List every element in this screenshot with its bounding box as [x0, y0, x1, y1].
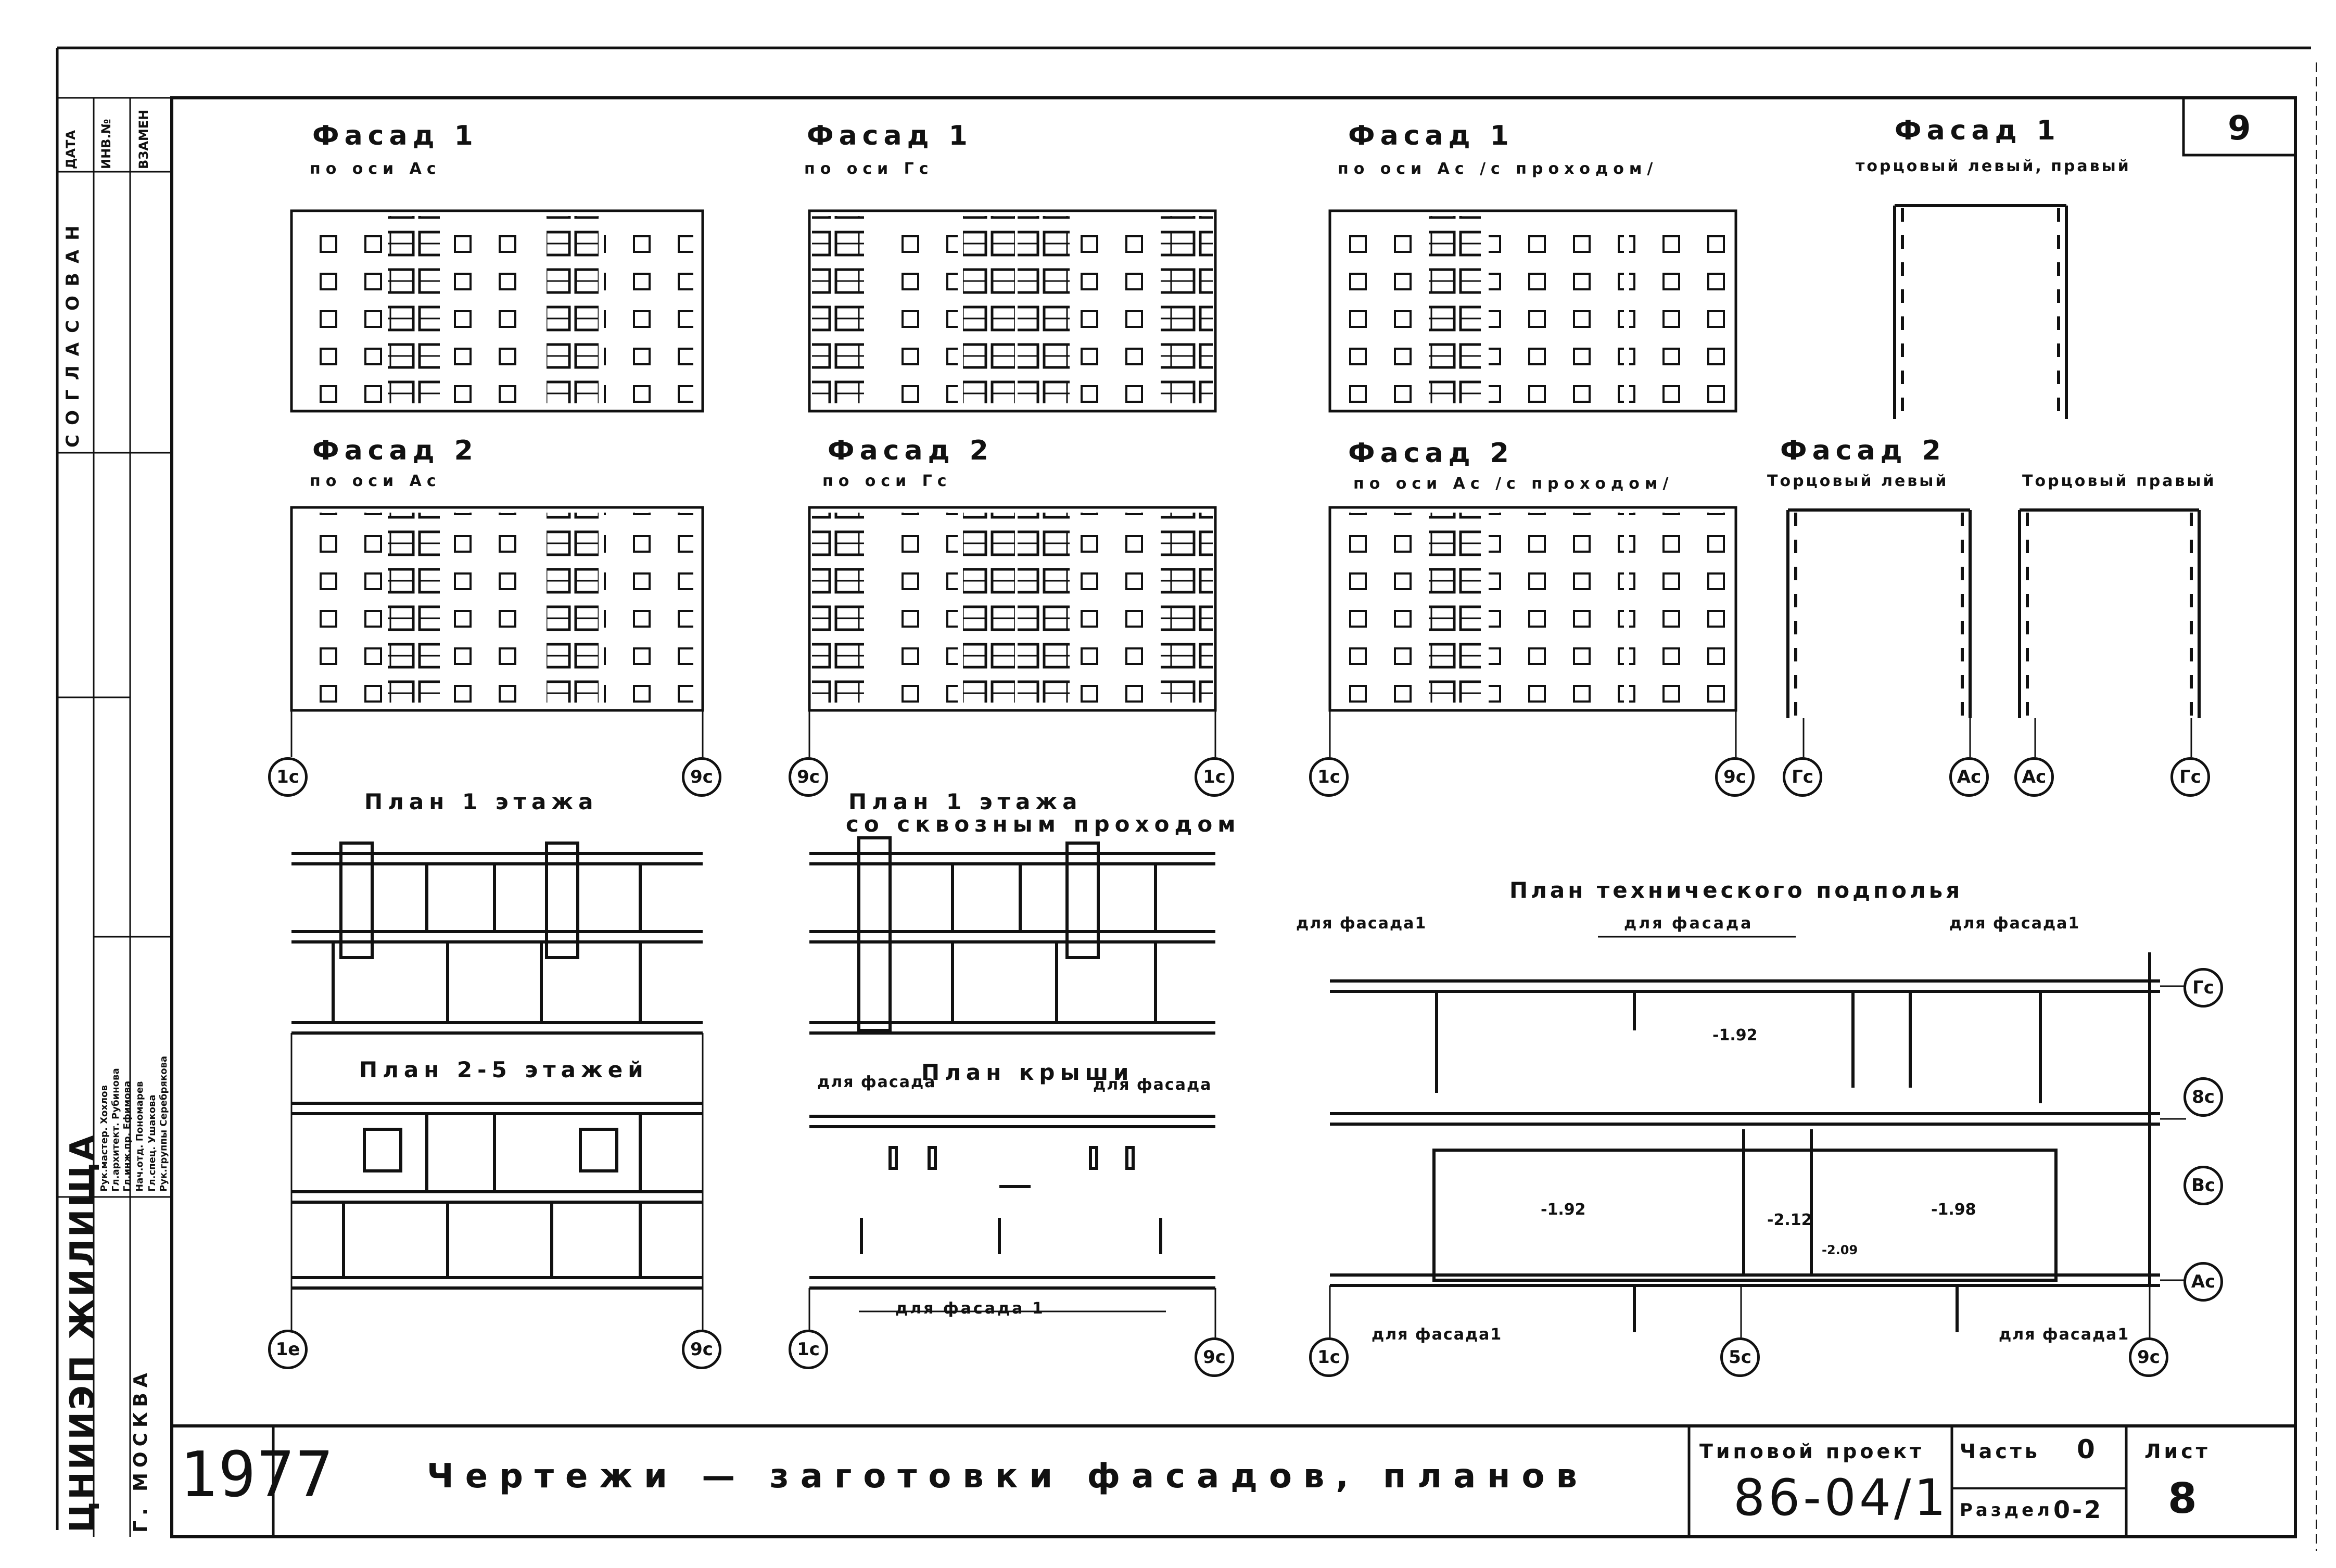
facade2-end-right: Торцовый правый: [2022, 472, 2216, 490]
axis-bubble: Ас: [2014, 757, 2054, 797]
part-label: Часть: [1960, 1440, 2040, 1463]
note-for-facade1-a: для фасада1: [1296, 914, 1427, 933]
note-roof-bottom: для фасада 1: [895, 1299, 1045, 1318]
axis-bubble: Гс: [2170, 757, 2210, 797]
facade2-gs-title: Фасад 2: [828, 435, 994, 466]
facade1-as-sub: по оси Ас: [310, 160, 441, 178]
note-for-facade1-b: для фасада1: [1949, 914, 2080, 933]
axis-bubble: 9с: [682, 757, 721, 797]
axis-bubble: Ас: [1949, 757, 1989, 797]
facade1-end-sub: торцовый левый, правый: [1856, 157, 2131, 175]
plan25-title: План 2-5 этажей: [359, 1057, 649, 1082]
facade2-end-left: Торцовый левый: [1767, 472, 1949, 490]
note-for-facade: для фасада: [1624, 914, 1754, 933]
facade1-gs-title: Фасад 1: [807, 120, 973, 151]
facade2-pass-title: Фасад 2: [1348, 438, 1514, 469]
facade2-as-title: Фасад 2: [312, 435, 478, 466]
level-mark: -1.92: [1541, 1201, 1586, 1219]
level-mark: -2.09: [1822, 1243, 1858, 1257]
sheet-label: Лист: [2144, 1440, 2211, 1463]
facade2-gs-sub: по оси Гс: [822, 472, 952, 490]
axis-bubble: Ас: [2183, 1262, 2223, 1302]
axis-bubble: Гс: [2183, 968, 2223, 1008]
axis-bubble: 9с: [789, 757, 828, 797]
level-mark: -2.12: [1767, 1211, 1812, 1229]
facade2-as-sub: по оси Ас: [310, 472, 441, 490]
facade2-pass-sub: по оси Ас /с проходом/: [1353, 475, 1674, 493]
axis-bubble: 9с: [2129, 1337, 2168, 1377]
facade1-gs-sub: по оси Гс: [804, 160, 934, 178]
note-roof-right: для фасада: [1093, 1076, 1212, 1094]
sheet-title: Чертежи — заготовки фасадов, планов: [427, 1457, 1589, 1496]
project-code: 86-04/1: [1733, 1469, 1949, 1527]
project-label: Типовой проект: [1699, 1440, 1925, 1463]
axis-bubble: Гс: [1783, 757, 1822, 797]
part-value: 0: [2077, 1434, 2100, 1464]
year: 1977: [180, 1439, 334, 1511]
axis-bubble: 8с: [2183, 1077, 2223, 1117]
section-label: Раздел: [1960, 1500, 2053, 1521]
facade1-pass-title: Фасад 1: [1348, 120, 1514, 151]
facade1-pass-sub: по оси Ас /с проходом/: [1338, 160, 1658, 178]
axis-bubble: 9с: [682, 1330, 721, 1369]
axis-bubble: 1с: [1195, 757, 1234, 797]
axis-bubble: 1с: [1309, 757, 1349, 797]
facade1-end-title: Фасад 1: [1895, 115, 2061, 146]
note-for-facade1-d: для фасада1: [1999, 1325, 2130, 1344]
plan1-pass-title: План 1 этажа: [848, 789, 1083, 814]
roof-title: План крыши: [921, 1060, 1134, 1085]
sheet-value: 8: [2168, 1474, 2202, 1523]
axis-bubble: 1с: [1309, 1337, 1349, 1377]
note-for-facade1-c: для фасада1: [1372, 1325, 1503, 1344]
basement-title: План технического подполья: [1509, 877, 1963, 903]
level-mark: -1.98: [1931, 1201, 1976, 1219]
axis-bubble: Вс: [2183, 1166, 2223, 1205]
sheet-number: 9: [2228, 109, 2256, 148]
axis-bubble: 5с: [1720, 1337, 1760, 1377]
axis-bubble: 1с: [789, 1330, 828, 1369]
plan1-title: План 1 этажа: [364, 789, 599, 814]
level-mark: -1.92: [1712, 1026, 1758, 1044]
axis-bubble: 9с: [1195, 1337, 1234, 1377]
facade2-end-title: Фасад 2: [1780, 435, 1946, 466]
facade1-as-title: Фасад 1: [312, 120, 478, 151]
axis-bubble: 1е: [268, 1330, 308, 1369]
axis-bubble: 1с: [268, 757, 308, 797]
section-value: 0-2: [2053, 1496, 2103, 1524]
plan1-pass-sub: со сквозным проходом: [846, 811, 1241, 837]
note-roof-left: для фасада: [817, 1073, 936, 1091]
axis-bubble: 9с: [1715, 757, 1755, 797]
